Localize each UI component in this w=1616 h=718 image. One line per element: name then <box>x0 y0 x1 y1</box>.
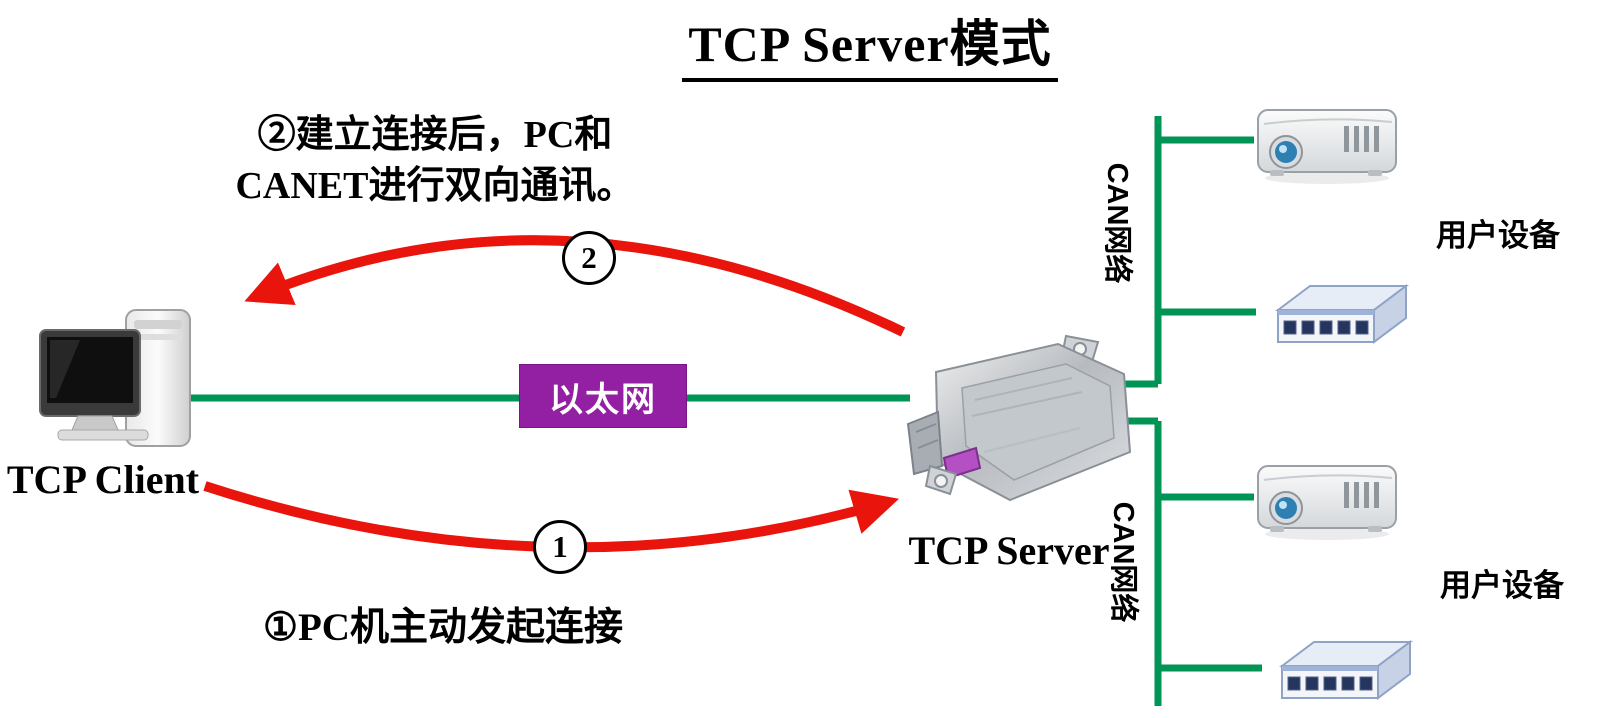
step2-annotation-line1: ②建立连接后，PC和 <box>257 114 613 156</box>
switch-icon-top <box>1277 285 1407 343</box>
ethernet-badge: 以太网 <box>519 364 687 428</box>
pc-icon <box>39 309 191 447</box>
tcp-server-label: TCP Server <box>908 528 1110 573</box>
tcp-client-label: TCP Client <box>6 457 200 502</box>
can-bus-line-top <box>1124 116 1256 388</box>
user-devices-label-bottom: 用户设备 <box>1440 568 1564 603</box>
canet-device-icon <box>906 334 1132 502</box>
projector-icon-bottom <box>1257 465 1397 541</box>
step2-number: 2 <box>581 240 597 275</box>
can-bus-line-bottom <box>1128 417 1262 706</box>
page-title-text: TCP Server模式 <box>682 4 1058 82</box>
user-devices-label-top: 用户设备 <box>1436 218 1560 253</box>
step2-annotation: ②建立连接后，PC和 CANET进行双向通讯。 <box>200 110 670 213</box>
page-title: TCP Server模式 <box>630 4 1110 82</box>
can-network-label-bottom: CAN网络 <box>1107 501 1139 623</box>
step1-number: 1 <box>552 529 568 564</box>
projector-icon-top <box>1257 109 1397 185</box>
step2-annotation-line2: CANET进行双向通讯。 <box>235 165 635 208</box>
step1-number-badge: 1 <box>533 520 587 574</box>
switch-icon-bottom <box>1281 641 1411 699</box>
can-network-label-top: CAN网络 <box>1101 162 1133 284</box>
ethernet-label: 以太网 <box>549 380 657 419</box>
step1-annotation: ①PC机主动发起连接 <box>263 606 623 649</box>
step2-number-badge: 2 <box>562 231 616 285</box>
